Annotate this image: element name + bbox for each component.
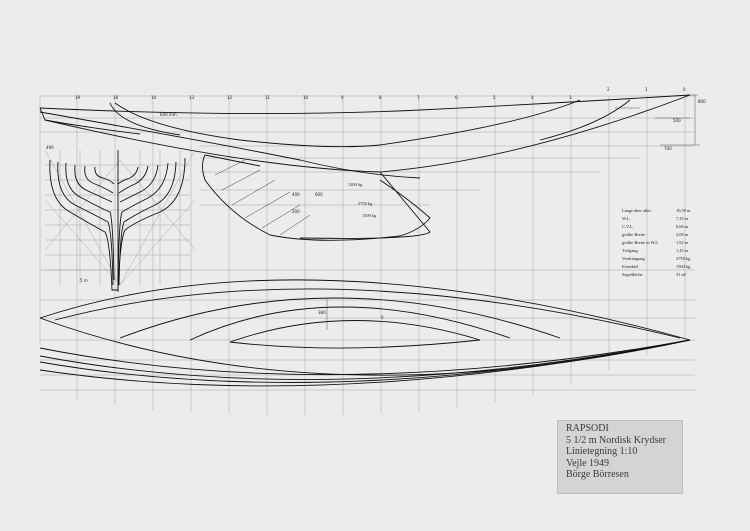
- boat-class: 5 1/2 m Nordisk Krydser: [566, 434, 666, 446]
- specifications-table: Länge über alles 10,59 m W.L. 7,35 m C.V…: [622, 208, 691, 277]
- station-label: 12: [227, 95, 233, 100]
- body-plan-5m-label: 5 m: [80, 278, 88, 283]
- spec-label: W.L.: [622, 216, 631, 221]
- station-label: 6: [455, 95, 458, 100]
- spec-label: Eisenkiel: [622, 264, 639, 269]
- ballast-label: 1500 kg: [362, 213, 377, 218]
- spec-label: Tiefgang: [622, 248, 638, 253]
- station-label: 8: [379, 95, 382, 100]
- spec-label: größte Breite in W.L.: [622, 240, 659, 245]
- station-label: 18: [113, 95, 119, 100]
- spec-value: 6,66 m: [676, 224, 689, 230]
- station-numbers: 19 18 14 13 12 11 10 9 8 7 6 5 4 3 2 1 0: [75, 87, 686, 100]
- bow-height-label: 800: [698, 99, 706, 104]
- keel-profile: [202, 154, 431, 241]
- body-plan: [49, 150, 186, 292]
- station-label: 4: [531, 95, 534, 100]
- spec-value: 1500 kg: [676, 264, 691, 269]
- spec-label: Verdrängung: [622, 256, 645, 261]
- station-label: 2: [607, 87, 610, 92]
- station-label: 9: [341, 95, 344, 100]
- station-label: 13: [189, 95, 195, 100]
- spec-value: 7,35 m: [676, 216, 689, 222]
- boat-name: RAPSODI: [566, 423, 609, 434]
- spec-label: Segelfläche: [622, 272, 643, 277]
- sheer-640-label: 640 mm: [160, 112, 177, 117]
- station-label: 19: [75, 95, 81, 100]
- stern-dimensions: [615, 94, 700, 146]
- spec-label: Länge über alles: [622, 208, 651, 213]
- spec-value: 1,92 m: [676, 240, 689, 246]
- keel-weight-label: 1200 kg: [348, 182, 363, 187]
- spec-value: 2,08 m: [676, 232, 689, 238]
- construction-grid: [39, 95, 695, 415]
- designer-name: Börge Börresen: [566, 469, 629, 480]
- station-label: 14: [151, 95, 157, 100]
- profile-view: [39, 94, 691, 239]
- station-label: 5: [493, 95, 496, 100]
- station-label: 1: [645, 87, 648, 92]
- station-label: 11: [265, 95, 271, 100]
- dim-490-label: 490: [46, 145, 54, 150]
- plan-center-label: 0: [381, 315, 384, 320]
- dim-600-label: 600: [315, 192, 323, 197]
- station-label: 0: [683, 87, 686, 92]
- drawing-type: Linietegning 1:10: [566, 446, 638, 457]
- spec-value: 10,59 m: [676, 208, 691, 214]
- dim-500-label: 500: [673, 118, 681, 123]
- station-label: 7: [417, 95, 420, 100]
- plan-view: [39, 279, 691, 387]
- spec-label: C.V.L.: [622, 224, 634, 229]
- spec-value: 1,45 m: [676, 248, 689, 254]
- station-label: 10: [303, 95, 309, 100]
- dim-400-label: 400: [292, 192, 300, 197]
- spec-label: größte Breite: [622, 232, 645, 237]
- title-block: RAPSODI 5 1/2 m Nordisk Krydser Linieteg…: [557, 420, 683, 494]
- displacement-label: 2750 kg: [358, 201, 373, 206]
- keel-diagonals: [214, 159, 311, 236]
- station-label: 3: [569, 95, 572, 100]
- place-year: Vejle 1949: [566, 457, 610, 469]
- plan-380-label: 380: [318, 310, 326, 315]
- spec-value: 31 m²: [676, 272, 687, 277]
- dim-700-label: 700: [664, 146, 672, 151]
- dim-200-label: 200: [292, 209, 300, 214]
- spec-value: 2750 kg: [676, 256, 691, 261]
